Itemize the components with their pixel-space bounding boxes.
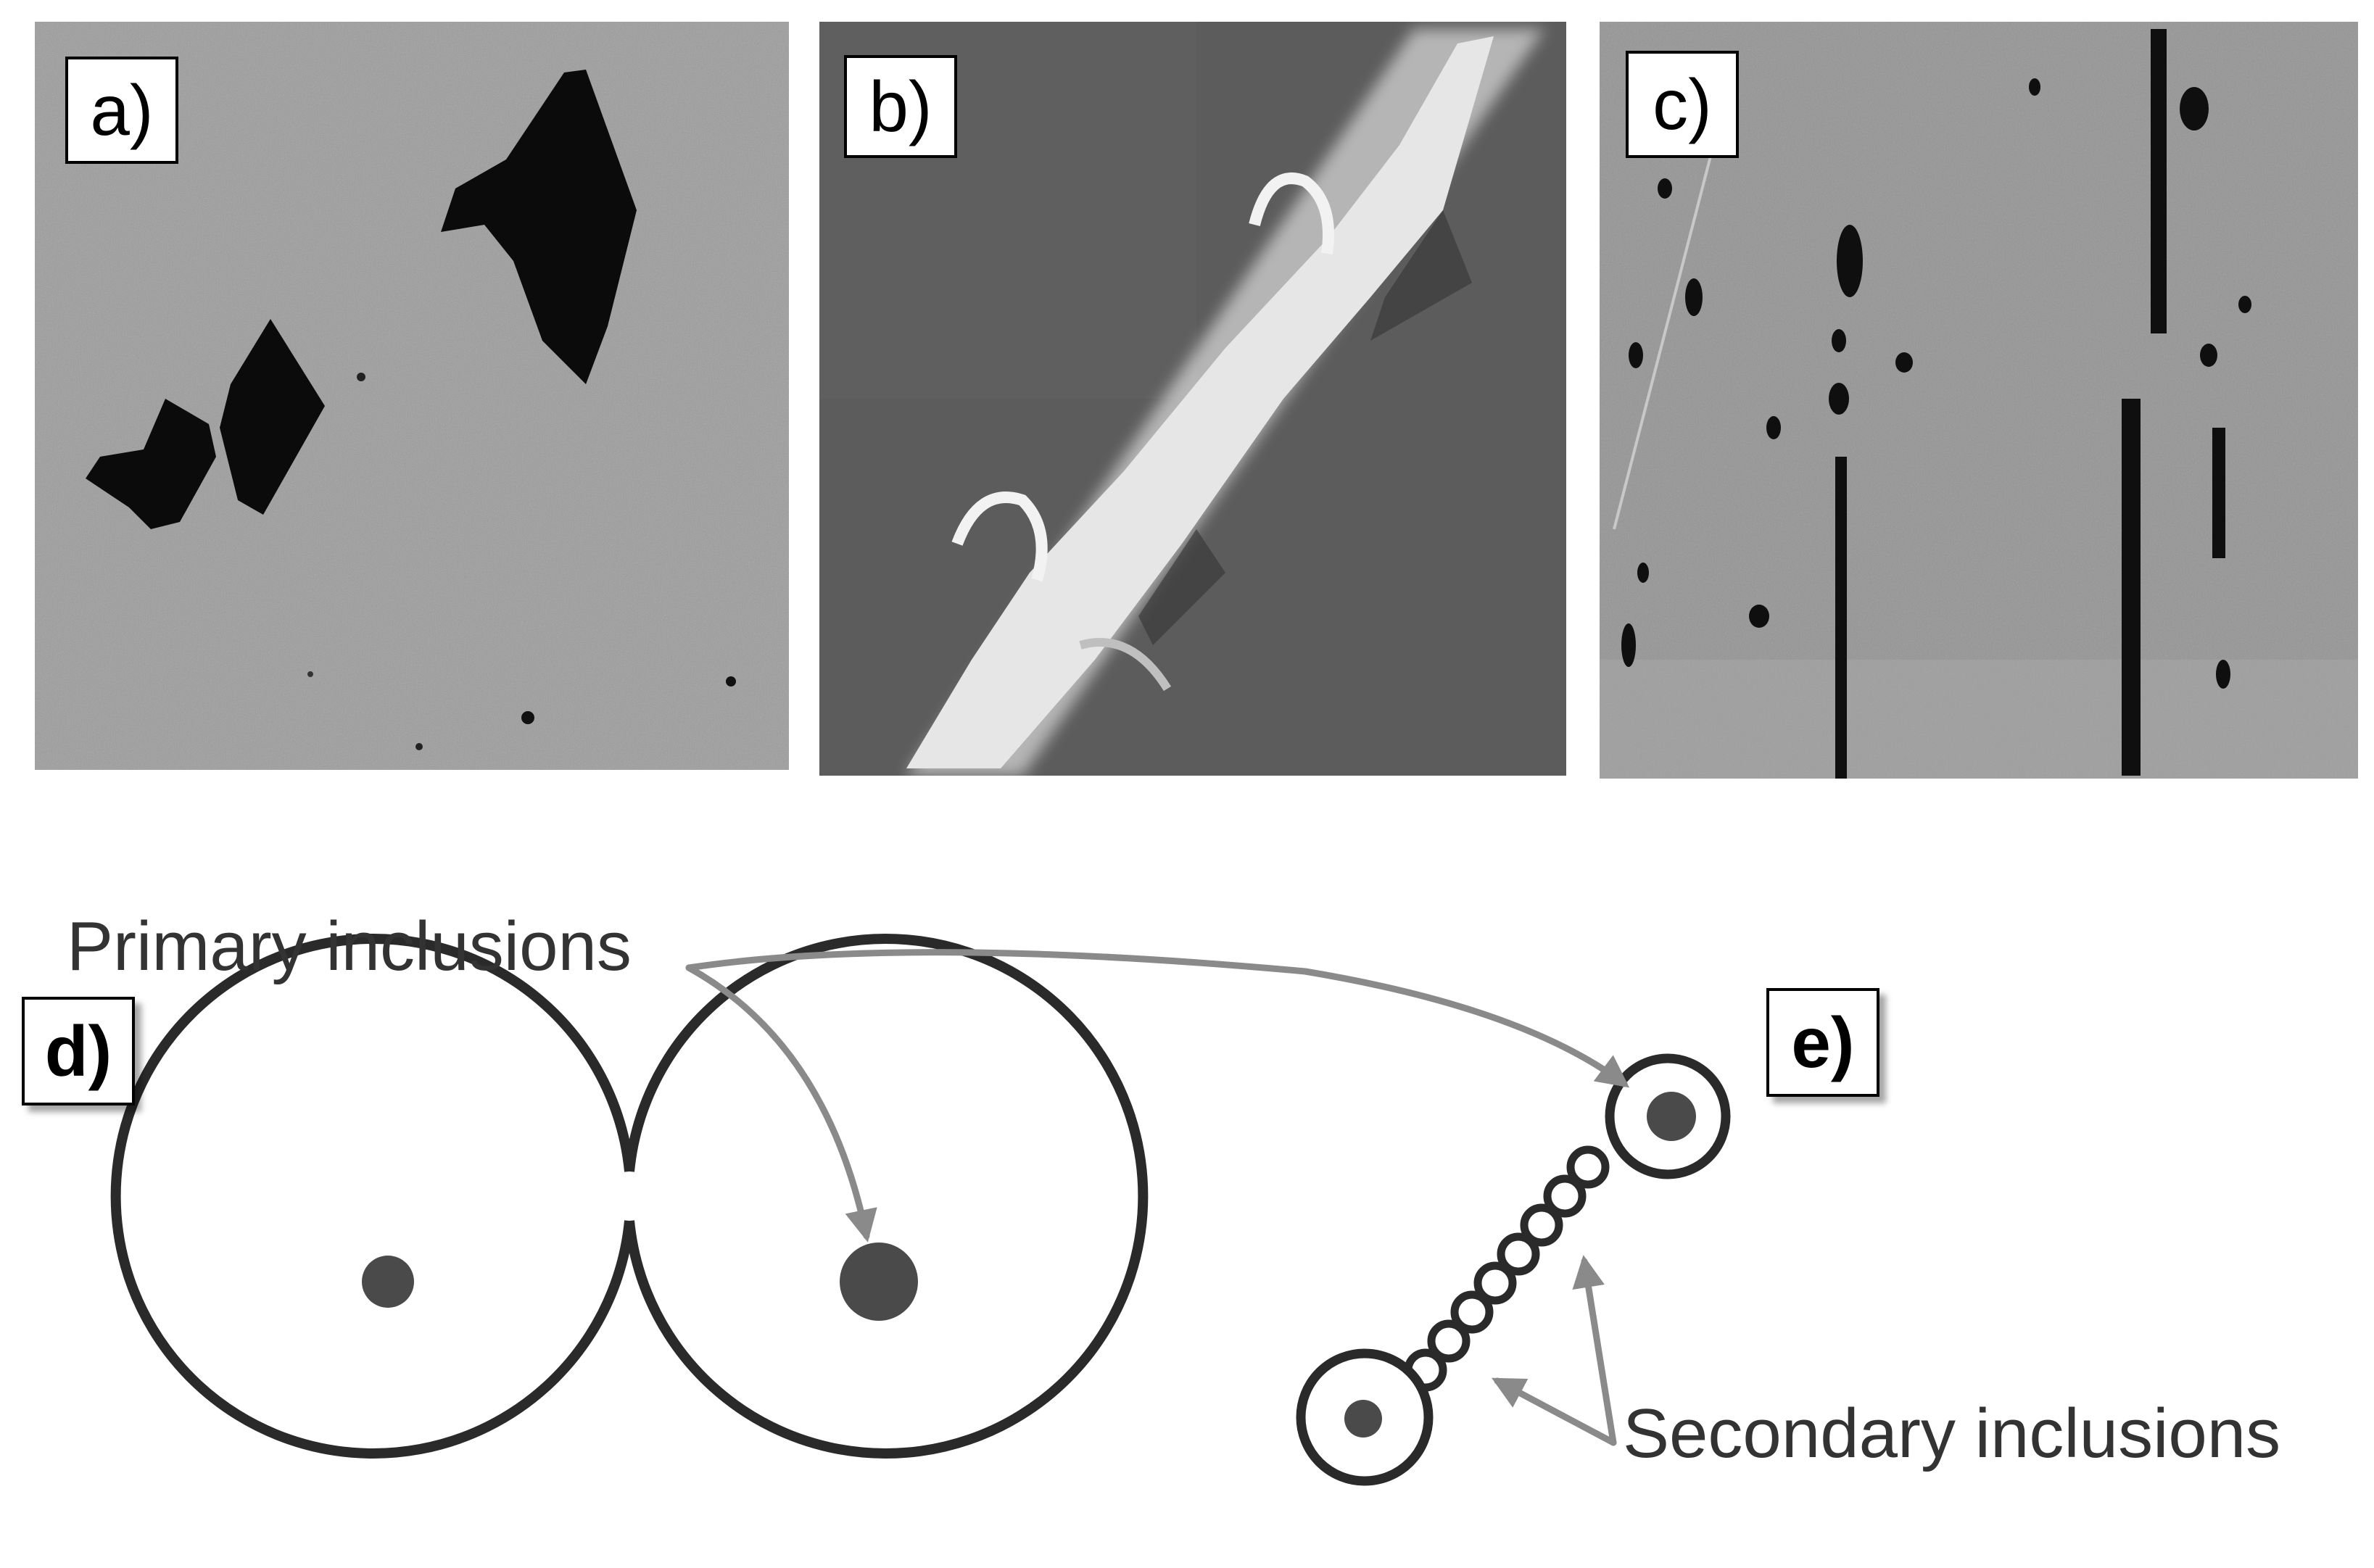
- annotation-arrows: [685, 949, 1630, 1446]
- arrow-secondary-1: [1572, 1255, 1617, 1446]
- arrow-secondary-2: [1492, 1377, 1617, 1446]
- micrograph-c: [1600, 22, 2358, 779]
- inclusion-small: [86, 399, 216, 529]
- stringers: [1621, 29, 2251, 779]
- inclusion-dot-lower: [1344, 1400, 1382, 1438]
- inclusion-dot-right: [840, 1243, 918, 1321]
- inclusion-large: [441, 70, 637, 384]
- secondary-inclusions-label: Secondary inclusions: [1623, 1395, 2281, 1472]
- arrow-primary-to-d: [685, 964, 877, 1243]
- void-left: [624, 934, 1149, 1459]
- panel-label-b: b): [844, 55, 957, 158]
- panel-label-a: a): [65, 57, 178, 164]
- inclusion-dot-left: [362, 1256, 414, 1308]
- stringer-chain: [1381, 1145, 1610, 1421]
- inclusion-dot-upper: [1647, 1092, 1696, 1141]
- void-pair: [110, 934, 1149, 1459]
- inclusion-medium: [220, 319, 325, 515]
- panel-label-e: e): [1766, 988, 1879, 1097]
- void-small-upper: [1605, 1053, 1731, 1179]
- primary-inclusions-label: Primary inclusions: [67, 908, 632, 985]
- panel-label-d: d): [22, 997, 135, 1106]
- inclusion-streak: [906, 36, 1494, 768]
- void-right: [110, 934, 634, 1459]
- void-small-lower: [1296, 1348, 1434, 1486]
- arrow-primary-to-e: [685, 949, 1630, 1088]
- panel-label-c: c): [1626, 51, 1739, 158]
